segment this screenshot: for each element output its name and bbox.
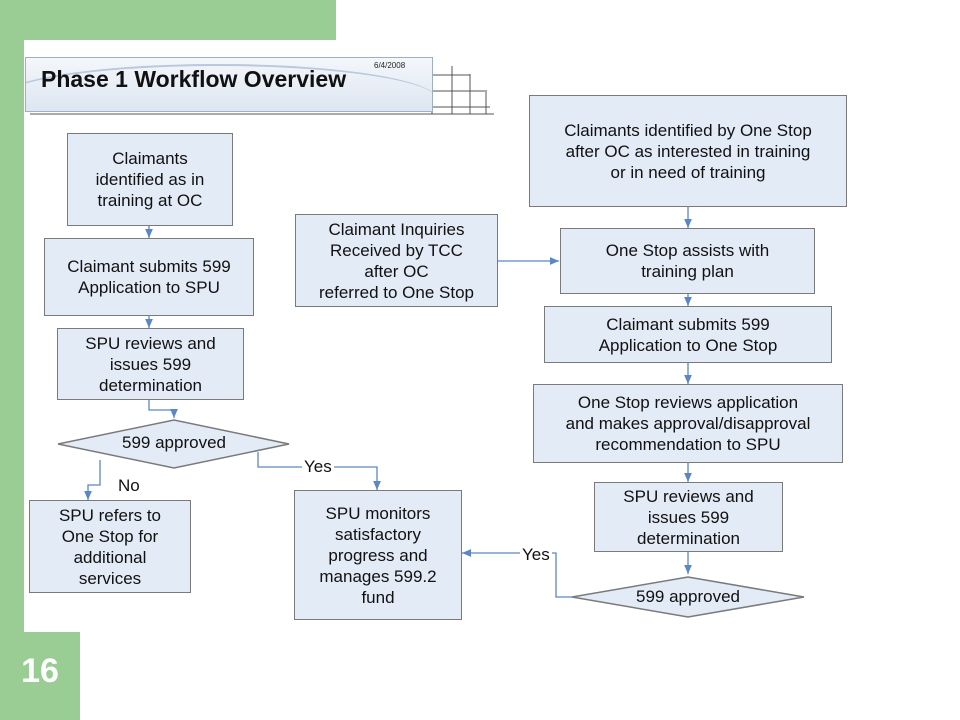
left-step-submit-to-spu: Claimant submits 599 Application to SPU [44,238,254,316]
title-date: 6/4/2008 [374,61,406,70]
green-side-band [0,0,24,720]
green-header-band [0,0,336,40]
right-step-spu-reviews: SPU reviews and issues 599 determination [594,482,783,552]
right-step-identified-by-one-stop: Claimants identified by One Stop after O… [529,95,847,207]
title-banner: Phase 1 Workflow Overview 6/4/2008 [25,57,433,112]
right-decision-diamond [571,576,805,618]
page-title: Phase 1 Workflow Overview [41,66,347,92]
arrow-left-no [84,460,101,500]
right-step-submit-to-one-stop: Claimant submits 599 Application to One … [544,306,832,363]
arrow-right-yes [462,549,572,598]
left-no-label: No [116,476,142,496]
arrow-left-3-decision [148,400,178,418]
left-decision-label: 599 approved [122,433,226,452]
slide-number-box [0,632,80,720]
slide-number: 16 [21,652,59,690]
right-decision-label: 599 approved [636,587,740,606]
right-yes-label: Yes [520,545,552,565]
right-step-assists-training-plan: One Stop assists with training plan [560,228,815,294]
left-step-spu-reviews: SPU reviews and issues 599 determination [57,328,244,400]
title-swoosh [26,64,432,111]
middle-spu-monitors: SPU monitors satisfactory progress and m… [294,490,462,620]
middle-claimant-inquiries: Claimant Inquiries Received by TCC after… [295,214,498,307]
left-decision-diamond [57,419,290,469]
left-no-result-refer-one-stop: SPU refers to One Stop for additional se… [29,500,191,593]
left-step-identified-at-oc: Claimants identified as in training at O… [67,133,233,226]
right-step-one-stop-reviews: One Stop reviews application and makes a… [533,384,843,463]
left-yes-label: Yes [302,457,334,477]
